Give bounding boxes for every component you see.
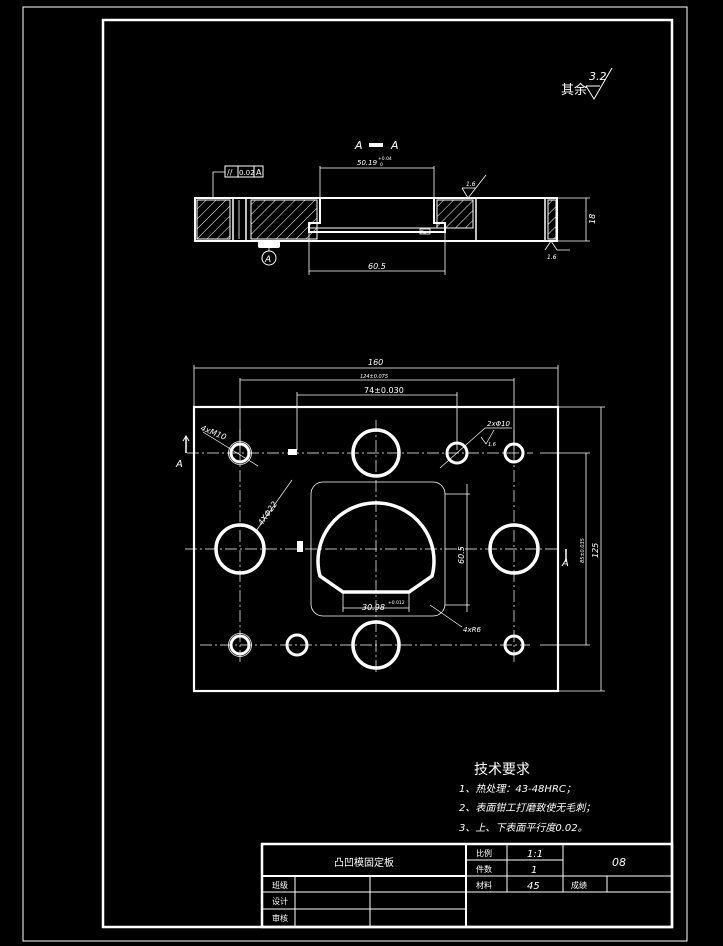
- hole-m10-tr: [503, 442, 525, 464]
- note-2xphi10: 2xΦ10: [487, 420, 511, 428]
- punch-opening: [316, 501, 436, 594]
- section-label-right: A: [390, 139, 399, 152]
- hole-bottom-center: [351, 620, 401, 670]
- tech-item-1: 1、热处理：43-48HRC；: [459, 783, 576, 795]
- hole-m10-tl: [229, 442, 251, 464]
- section-view: A A 50.19 +0.04 0 Ra // 0.02: [194, 139, 597, 275]
- tech-requirements: 技术要求 1、热处理：43-48HRC； 2、表面钳工打磨致使无毛刺； 3、上、…: [459, 762, 595, 834]
- section-label-left: A: [354, 139, 363, 152]
- hole-left: [214, 523, 266, 575]
- dim-60-5-plan: 60.5: [457, 546, 466, 564]
- hole-m10-br: [503, 634, 525, 656]
- class-label: 班级: [272, 880, 288, 890]
- dim-50-19-tol-upper: +0.04: [378, 156, 392, 162]
- drawing-no: 08: [612, 856, 626, 869]
- hole-right: [488, 523, 540, 575]
- scale-value: 1:1: [527, 849, 543, 860]
- designer-label: 设计: [272, 896, 288, 906]
- note-2xphi10-ra: 1.6: [488, 442, 496, 448]
- plan-view: 160 124±0.075 74±0.030: [175, 358, 605, 693]
- dim-30-98-tol: +0.012: [388, 600, 405, 606]
- part-name: 凸凹模固定板: [334, 856, 394, 869]
- section-body: [194, 197, 558, 242]
- qty-label: 件数: [476, 864, 492, 874]
- reviewer-label: 审核: [272, 913, 288, 923]
- roughness-right: 1.6: [547, 254, 557, 261]
- scale-label: 比例: [476, 848, 492, 858]
- material-label: 材料: [476, 880, 492, 890]
- dim-50-19: 50.19: [357, 159, 378, 167]
- tech-title: 技术要求: [474, 762, 530, 778]
- dim-160: 160: [368, 358, 383, 367]
- roughness-label: 其余: [561, 82, 587, 98]
- roughness-top: 1.6: [466, 181, 476, 188]
- section-mark-right: A: [561, 558, 569, 569]
- dim-74: 74±0.030: [364, 386, 404, 395]
- note-4xr6: 4xR6: [463, 626, 481, 634]
- hole-m10-bl: [229, 634, 251, 656]
- note-4xm10: 4xM10: [199, 424, 227, 442]
- note-4xphi22: 4XΦ22: [256, 500, 279, 527]
- datum-a-label: A: [264, 255, 271, 265]
- tech-item-3: 3、上、下表面平行度0.02。: [459, 822, 588, 834]
- dim-50-19-tol-lower: 0: [380, 162, 383, 168]
- title-block: 凸凹模固定板 比例 1:1 件数 1 材料 45 08 成绩 班级 设计 审核: [260, 842, 674, 929]
- section-small-mark: Ra: [421, 230, 427, 235]
- hole-top-center: [351, 428, 401, 478]
- general-roughness: 其余 3.2: [561, 67, 613, 100]
- pocket-outline: [310, 481, 446, 617]
- tech-item-2: 2、表面钳工打磨致使无毛刺；: [459, 802, 595, 814]
- parallelism-value: 0.02: [239, 169, 255, 177]
- dim-thickness: 18: [588, 214, 597, 224]
- pin-hole-tr: [445, 441, 469, 465]
- dim-30-98: 30.98: [362, 603, 385, 612]
- roughness-value: 3.2: [589, 70, 607, 83]
- dim-60-5-section: 60.5: [368, 262, 386, 271]
- parallelism-datum: A: [256, 168, 262, 177]
- outer-frame: [22, 6, 688, 942]
- parallelism-symbol: //: [227, 168, 233, 177]
- dim-85: 85±0.035: [580, 538, 586, 563]
- material-value: 45: [527, 881, 540, 892]
- dim-124: 124±0.075: [360, 374, 388, 380]
- section-mark-left: A: [175, 459, 183, 470]
- pin-hole-bl: [285, 633, 309, 657]
- qty-value: 1: [531, 865, 537, 876]
- grade-label: 成绩: [571, 880, 587, 890]
- dim-125: 125: [591, 543, 600, 558]
